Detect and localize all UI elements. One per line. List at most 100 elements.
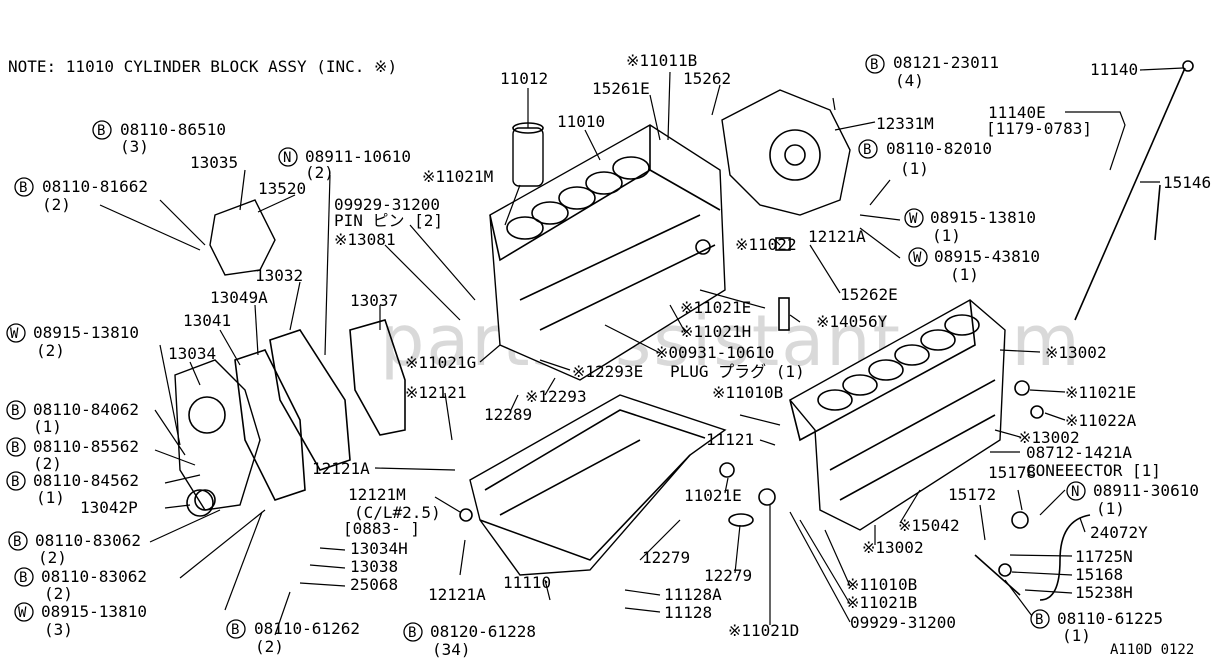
label-13042p: 13042P	[80, 498, 138, 517]
callout-mark: B	[408, 625, 416, 641]
label-13034: 13034	[168, 344, 216, 363]
label-00931: ※00931-10610	[655, 343, 774, 362]
seal-ring-drawings[interactable]	[186, 237, 1044, 527]
label-15262: 15262	[683, 69, 731, 88]
callout-8: B 08110-84062 (1)	[6, 400, 139, 436]
oil-pan-drawing[interactable]	[469, 394, 727, 576]
callout-part: 08915-13810	[33, 323, 139, 342]
callout-5: N 08911-10610 (2)	[278, 147, 411, 182]
label-15261e: 15261E	[592, 79, 650, 98]
callout-part: 08110-85562	[33, 437, 139, 456]
label-11128: 11128	[664, 603, 712, 622]
callout-qty: (2)	[305, 163, 334, 182]
callout-part: 08110-82010	[886, 139, 992, 158]
label-13002-mid: ※13002	[1018, 428, 1080, 447]
callout-mark: N	[1071, 484, 1079, 500]
callout-mark: B	[231, 622, 239, 638]
label-15146: 15146	[1163, 173, 1211, 192]
callout-7: W 08915-13810 (2)	[6, 323, 139, 360]
callout-mark: B	[19, 570, 27, 586]
callout-part: 08110-86510	[120, 120, 226, 139]
label-13032: 13032	[255, 266, 303, 285]
callout-qty: (4)	[895, 71, 924, 90]
callout-qty: (2)	[36, 341, 65, 360]
leader-lines	[99, 67, 1184, 636]
callout-part: 08120-61228	[430, 622, 536, 641]
label-11110: 11110	[503, 573, 551, 592]
callout-17: B 08110-61225 (1)	[1030, 609, 1163, 645]
label-11021b: ※11021B	[846, 593, 917, 612]
label-15168: 15168	[1075, 565, 1123, 584]
callout-part: 08110-83062	[41, 567, 147, 586]
label-12279-a: 12279	[642, 548, 690, 567]
callout-part: 08110-61225	[1057, 609, 1163, 628]
label-13038: 13038	[350, 557, 398, 576]
callout-qty: (1)	[900, 159, 929, 178]
water-outlet-cover-drawing[interactable]	[209, 199, 276, 276]
callout-qty: (2)	[38, 548, 67, 567]
label-14056y: ※14056Y	[816, 312, 888, 331]
callout-part: 08110-83062	[35, 531, 141, 550]
callout-10: B 08110-84562 (1)	[6, 471, 139, 507]
callout-mark: N	[283, 150, 291, 166]
label-11010b-upper: ※11010B	[712, 383, 783, 402]
label-24072y: 24072Y	[1090, 523, 1148, 542]
label-13081: ※13081	[334, 230, 396, 249]
label-11021e-right: ※11021E	[1065, 383, 1136, 402]
callout-2: W 08915-13810 (1)	[904, 208, 1036, 245]
front-cover-drawing[interactable]	[174, 359, 261, 511]
label-11021g: ※11021G	[405, 353, 476, 372]
label-11010b-lower: ※11010B	[846, 575, 917, 594]
front-gasket-drawings[interactable]	[234, 319, 406, 501]
callout-qty: (1)	[932, 226, 961, 245]
label-1179-0783: [1179-0783]	[986, 119, 1092, 138]
label-25068: 25068	[350, 575, 398, 594]
callout-mark: W	[10, 326, 19, 342]
label-0883: [0883- ]	[343, 519, 420, 538]
diagram-code: A110D 0122	[1110, 642, 1194, 658]
callout-mark: B	[19, 180, 27, 196]
callout-3: W 08915-43810 (1)	[908, 247, 1040, 284]
label-13002-top: ※13002	[1045, 343, 1107, 362]
label-11022a: ※11022A	[1065, 411, 1137, 430]
label-11121: 11121	[706, 430, 754, 449]
label-12293: ※12293	[525, 387, 587, 406]
label-15178: 15178	[988, 463, 1036, 482]
callout-mark: W	[913, 250, 922, 266]
label-12121m: 12121M	[348, 485, 406, 504]
sensor-harness-drawing[interactable]	[974, 511, 1091, 601]
callout-4: B 08110-86510 (3)	[92, 120, 226, 156]
callout-part: 08110-84562	[33, 471, 139, 490]
callout-12: B 08110-83062 (2)	[14, 567, 147, 603]
callout-11: B 08110-83062 (2)	[8, 531, 141, 567]
callout-mark: B	[13, 534, 21, 550]
label-12121: ※12121	[405, 383, 467, 402]
callout-part: 08110-84062	[33, 400, 139, 419]
label-15262e: 15262E	[840, 285, 898, 304]
cylinder-block-right-drawing[interactable]	[788, 299, 1006, 531]
callout-mark: B	[11, 474, 19, 490]
label-11021h: ※11021H	[680, 322, 751, 341]
label-11021d: ※11021D	[728, 621, 799, 640]
label-13041: 13041	[183, 311, 231, 330]
callout-part: 08110-61262	[254, 619, 360, 638]
note-text: NOTE: 11010 CYLINDER BLOCK ASSY (INC. ※)	[8, 57, 397, 76]
label-15238h: 15238H	[1075, 583, 1133, 602]
label-11725n: 11725N	[1075, 547, 1133, 566]
label-15172: 15172	[948, 485, 996, 504]
label-12289: 12289	[484, 405, 532, 424]
callout-mark: B	[863, 142, 871, 158]
label-pin: PIN ピン [2]	[334, 211, 443, 230]
label-plug: PLUG プラグ (1)	[670, 362, 805, 381]
dipstick-drawing[interactable]	[1074, 60, 1194, 321]
callout-qty: (2)	[44, 584, 73, 603]
label-09929-bottom: 09929-31200	[850, 613, 956, 632]
callout-14: B 08110-61262 (2)	[226, 619, 360, 656]
part-labels: 11012 ※11011B 15261E 15262 11010 ※11021M…	[80, 51, 1211, 658]
label-11012: 11012	[500, 69, 548, 88]
oil-filter-drawing[interactable]	[512, 122, 544, 187]
rear-plate-drawing[interactable]	[721, 89, 851, 216]
callout-15: B 08120-61228 (34)	[403, 622, 536, 659]
label-11022: ※11022	[735, 235, 797, 254]
label-11140: 11140	[1090, 60, 1138, 79]
